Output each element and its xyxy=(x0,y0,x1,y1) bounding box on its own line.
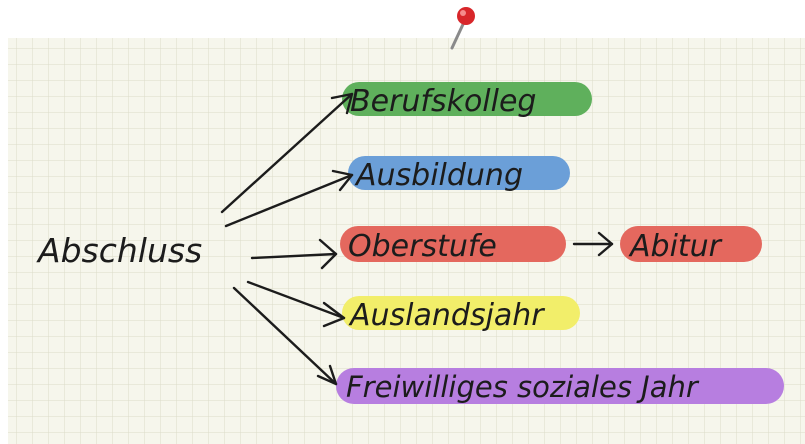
branch-label-abitur: Abitur xyxy=(628,229,723,264)
pill-auslandsjahr xyxy=(342,296,580,330)
pill-abitur xyxy=(620,226,762,262)
arrow-to-ausbildung xyxy=(224,169,354,228)
root-label: Abschluss xyxy=(36,231,202,270)
pill-ausbildung xyxy=(348,156,570,190)
branch-label-fsj: Freiwilliges soziales Jahr xyxy=(346,370,700,404)
branch-label-auslandsjahr: Auslandsjahr xyxy=(348,298,545,333)
arrow-to-abitur xyxy=(572,231,614,257)
arrow-to-berufskolleg xyxy=(220,92,354,214)
branch-label-oberstufe: Oberstufe xyxy=(348,229,497,264)
branch-label-ausbildung: Ausbildung xyxy=(354,158,523,193)
arrow-to-fsj xyxy=(232,286,338,386)
branch-label-berufskolleg: Berufskolleg xyxy=(350,84,536,119)
push-pin-icon xyxy=(450,7,475,50)
pill-oberstufe xyxy=(340,226,566,262)
pill-fsj xyxy=(336,368,784,404)
arrow-to-oberstufe xyxy=(250,238,338,270)
arrow-to-auslandsjahr xyxy=(246,280,346,328)
pill-berufskolleg xyxy=(342,82,592,116)
